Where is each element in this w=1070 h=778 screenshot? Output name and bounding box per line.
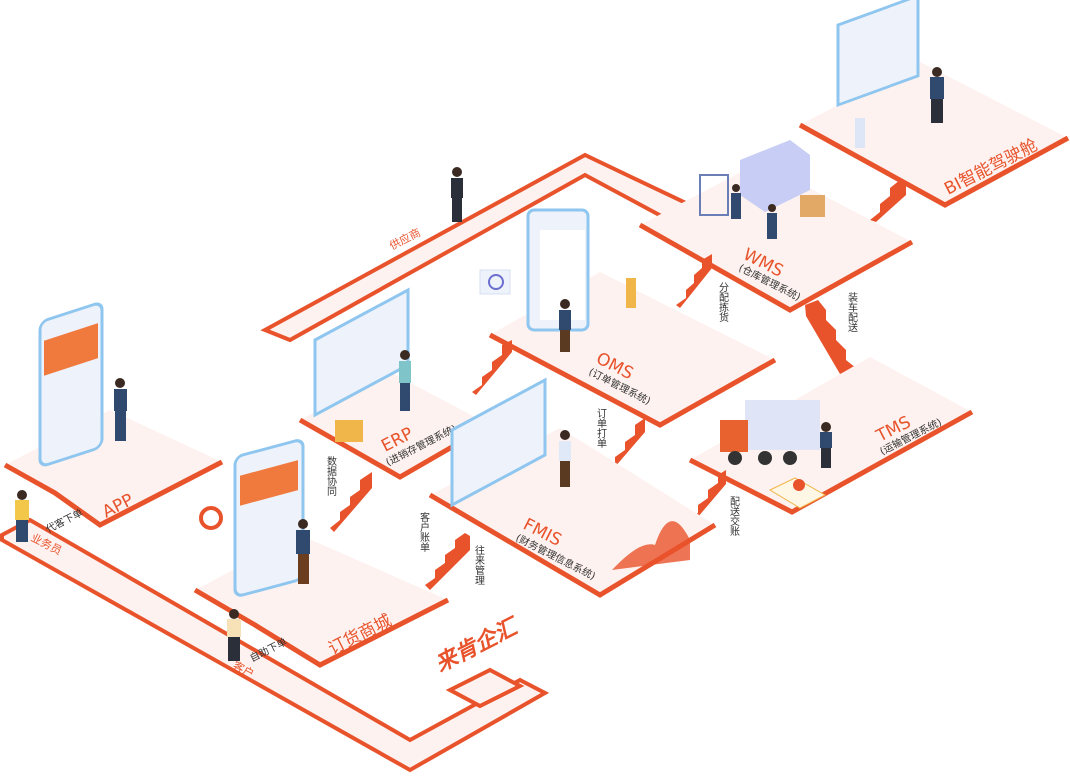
platform-app: APP — [3, 302, 224, 528]
customer-path — [0, 517, 550, 773]
flow-deliver-settle: 配送交账 — [728, 496, 740, 537]
flow-proxy-order: 代客下单 — [43, 506, 85, 536]
discount-icon — [199, 506, 223, 530]
brand-logo: 来肯企汇 — [431, 612, 525, 677]
platform-oms: OMS (订单管理系统) — [479, 208, 777, 428]
flow-data-sync: 数据协同 — [325, 455, 337, 497]
stairs-bi-wms — [870, 180, 906, 222]
salesman-figure — [15, 490, 29, 542]
customer-figure — [227, 609, 241, 661]
platform-bi: BI智能驾驶舱 — [798, 0, 1070, 208]
stairs-wms-tms — [805, 300, 856, 374]
search-magnifier-icon — [488, 274, 504, 290]
platform-erp: ERP (进销存管理系统) — [298, 287, 492, 480]
stairs-oms-erp — [472, 340, 512, 395]
wave-chart-icon — [612, 521, 690, 570]
flow-account-mgmt: 往来管理 — [473, 544, 485, 585]
map-icon — [768, 477, 827, 509]
supplier-figure — [451, 167, 463, 222]
location-pin-icon — [793, 479, 805, 491]
flow-order-print: 订单打单 — [595, 408, 607, 449]
stairs-oms-fmis — [605, 418, 645, 475]
stairs-fmis-mall — [425, 533, 470, 590]
logo-text: 来肯企汇 — [431, 612, 525, 677]
flow-load-deliver: 装车配送 — [846, 291, 858, 333]
stairs-wms-oms — [676, 254, 712, 308]
stairs-erp-mall — [330, 472, 372, 532]
flow-customer-bill: 客户账单 — [418, 511, 430, 553]
flow-allocate-pick: 分配拣货 — [717, 282, 729, 323]
